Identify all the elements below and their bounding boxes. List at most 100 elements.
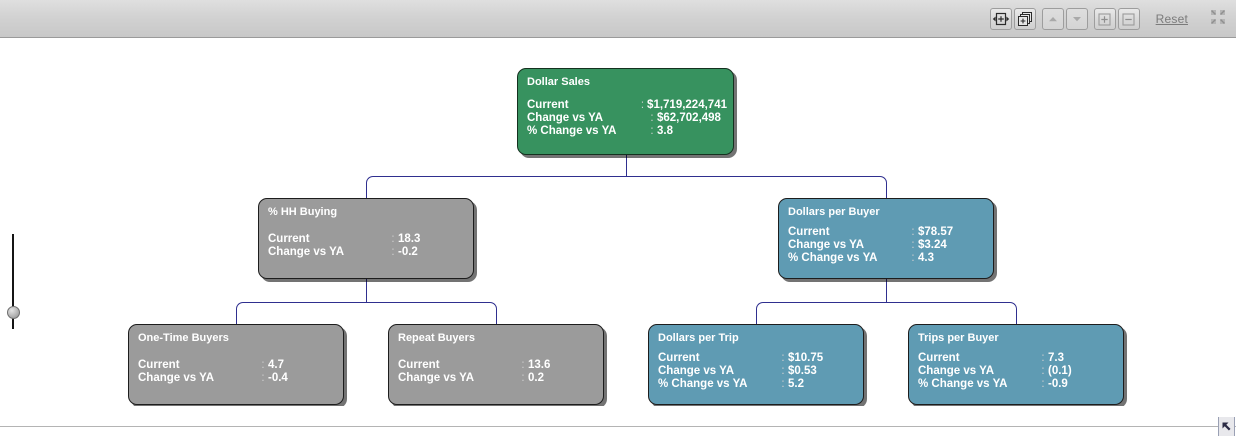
node-row: Change vs YA : $62,702,498 xyxy=(527,112,727,125)
row-label: Change vs YA xyxy=(658,365,735,377)
zoom-slider-thumb[interactable] xyxy=(7,306,20,319)
row-separator: : xyxy=(781,365,785,377)
row-value: 13.6 xyxy=(528,359,551,371)
row-separator: : xyxy=(261,359,265,371)
node-pct-hh-buying[interactable]: % HH Buying Current : 18.3 Change vs YA … xyxy=(258,198,474,279)
node-row: Change vs YA : $0.53 xyxy=(658,365,857,378)
row-value: 4.7 xyxy=(268,359,284,371)
node-row: Current : 13.6 xyxy=(398,359,597,372)
row-label: Current xyxy=(268,233,310,245)
node-title: Repeat Buyers xyxy=(398,332,476,344)
node-row: Change vs YA : -0.4 xyxy=(138,372,337,385)
node-dollars-per-trip[interactable]: Dollars per Trip Current : $10.75 Change… xyxy=(648,324,864,405)
node-row: Change vs YA : 0.2 xyxy=(398,372,597,385)
node-rows: Current : $78.57 Change vs YA : $3.24 % … xyxy=(788,226,987,265)
row-separator: : xyxy=(650,112,654,124)
zoom-out-icon xyxy=(1122,12,1135,26)
node-row: % Change vs YA : -0.9 xyxy=(918,378,1117,391)
row-value: 4.3 xyxy=(918,252,934,264)
reset-link[interactable]: Reset xyxy=(1155,12,1188,26)
scroll-down-button[interactable] xyxy=(1065,8,1088,30)
collapse-corners-button[interactable] xyxy=(1208,9,1228,29)
node-row: Change vs YA : -0.2 xyxy=(268,246,467,259)
bottom-divider xyxy=(0,426,1236,427)
node-row: Current : 4.7 xyxy=(138,359,337,372)
scroll-up-button[interactable] xyxy=(1041,8,1064,30)
fit-to-width-button[interactable] xyxy=(989,8,1012,30)
node-row: Current : 18.3 xyxy=(268,233,467,246)
row-separator: : xyxy=(781,378,785,390)
node-row: % Change vs YA : 3.8 xyxy=(527,125,727,138)
row-value: 18.3 xyxy=(398,233,421,245)
row-separator: : xyxy=(911,239,915,251)
tree-canvas: Dollar Sales Current : $1,719,224,741 Ch… xyxy=(0,39,1236,406)
row-value: $3.24 xyxy=(918,239,947,251)
fit-to-width-icon xyxy=(992,12,1010,26)
row-value: $0.53 xyxy=(788,365,817,377)
row-separator: : xyxy=(391,233,395,245)
node-rows: Current : 18.3 Change vs YA : -0.2 xyxy=(268,233,467,259)
row-label: Current xyxy=(788,226,830,238)
row-value: $62,702,498 xyxy=(657,112,721,124)
row-value: -0.9 xyxy=(1048,378,1068,390)
row-label: Current xyxy=(918,352,960,364)
connector-root-stem xyxy=(626,155,627,177)
row-label: Change vs YA xyxy=(398,372,475,384)
collapse-corners-icon xyxy=(1209,8,1227,31)
row-value: $78.57 xyxy=(918,226,954,238)
connector-dpb-branch-right xyxy=(886,302,1017,326)
connector-root-branch-right xyxy=(626,176,887,202)
row-value: -0.4 xyxy=(268,372,288,384)
row-separator: : xyxy=(1041,352,1045,364)
zoom-slider[interactable] xyxy=(6,234,20,329)
node-rows: Current : $1,719,224,741 Change vs YA : … xyxy=(527,99,727,138)
zoom-slider-track[interactable] xyxy=(12,234,14,329)
row-label: Change vs YA xyxy=(268,246,345,258)
node-dollars-per-buyer[interactable]: Dollars per Buyer Current : $78.57 Chang… xyxy=(778,198,994,279)
resize-handle[interactable] xyxy=(1218,417,1235,436)
node-title: % HH Buying xyxy=(268,206,338,218)
node-one-time-buyers[interactable]: One-Time Buyers Current : 4.7 Change vs … xyxy=(128,324,344,405)
node-row: Change vs YA : (0.1) xyxy=(918,365,1117,378)
node-row: Current : $10.75 xyxy=(658,352,857,365)
row-value: (0.1) xyxy=(1048,365,1072,377)
row-label: Current xyxy=(527,99,569,111)
connector-hh-branch-right xyxy=(366,302,497,326)
row-value: 0.2 xyxy=(528,372,544,384)
node-row: Current : $1,719,224,741 xyxy=(527,99,727,112)
row-label: Change vs YA xyxy=(788,239,865,251)
row-separator: : xyxy=(391,246,395,258)
node-title: Dollar Sales xyxy=(527,76,590,88)
zoom-out-button[interactable] xyxy=(1117,8,1140,30)
node-trips-per-buyer[interactable]: Trips per Buyer Current : 7.3 Change vs … xyxy=(908,324,1124,405)
row-separator: : xyxy=(911,226,915,238)
row-separator: : xyxy=(911,252,915,264)
node-row: % Change vs YA : 5.2 xyxy=(658,378,857,391)
row-label: Current xyxy=(138,359,180,371)
row-label: % Change vs YA xyxy=(788,252,878,264)
node-title: One-Time Buyers xyxy=(138,332,229,344)
node-title: Dollars per Trip xyxy=(658,332,739,344)
zoom-in-icon xyxy=(1098,12,1111,26)
node-rows: Current : 4.7 Change vs YA : -0.4 xyxy=(138,359,337,385)
row-label: Current xyxy=(658,352,700,364)
connector-hh-branch-left xyxy=(236,302,367,326)
row-separator: : xyxy=(521,372,525,384)
expand-all-icon xyxy=(1017,11,1033,27)
row-separator: : xyxy=(781,352,785,364)
expand-all-button[interactable] xyxy=(1013,8,1036,30)
connector-dpb-stem xyxy=(886,279,887,303)
row-label: Current xyxy=(398,359,440,371)
row-value: 7.3 xyxy=(1048,352,1064,364)
node-repeat-buyers[interactable]: Repeat Buyers Current : 13.6 Change vs Y… xyxy=(388,324,604,405)
row-label: % Change vs YA xyxy=(527,125,617,137)
node-row: % Change vs YA : 4.3 xyxy=(788,252,987,265)
node-dollar-sales[interactable]: Dollar Sales Current : $1,719,224,741 Ch… xyxy=(517,68,734,155)
row-label: Change vs YA xyxy=(918,365,995,377)
row-label: % Change vs YA xyxy=(658,378,748,390)
scroll-down-icon xyxy=(1071,15,1083,23)
row-value: 3.8 xyxy=(657,125,673,137)
row-label: % Change vs YA xyxy=(918,378,1008,390)
node-rows: Current : 13.6 Change vs YA : 0.2 xyxy=(398,359,597,385)
zoom-in-button[interactable] xyxy=(1093,8,1116,30)
